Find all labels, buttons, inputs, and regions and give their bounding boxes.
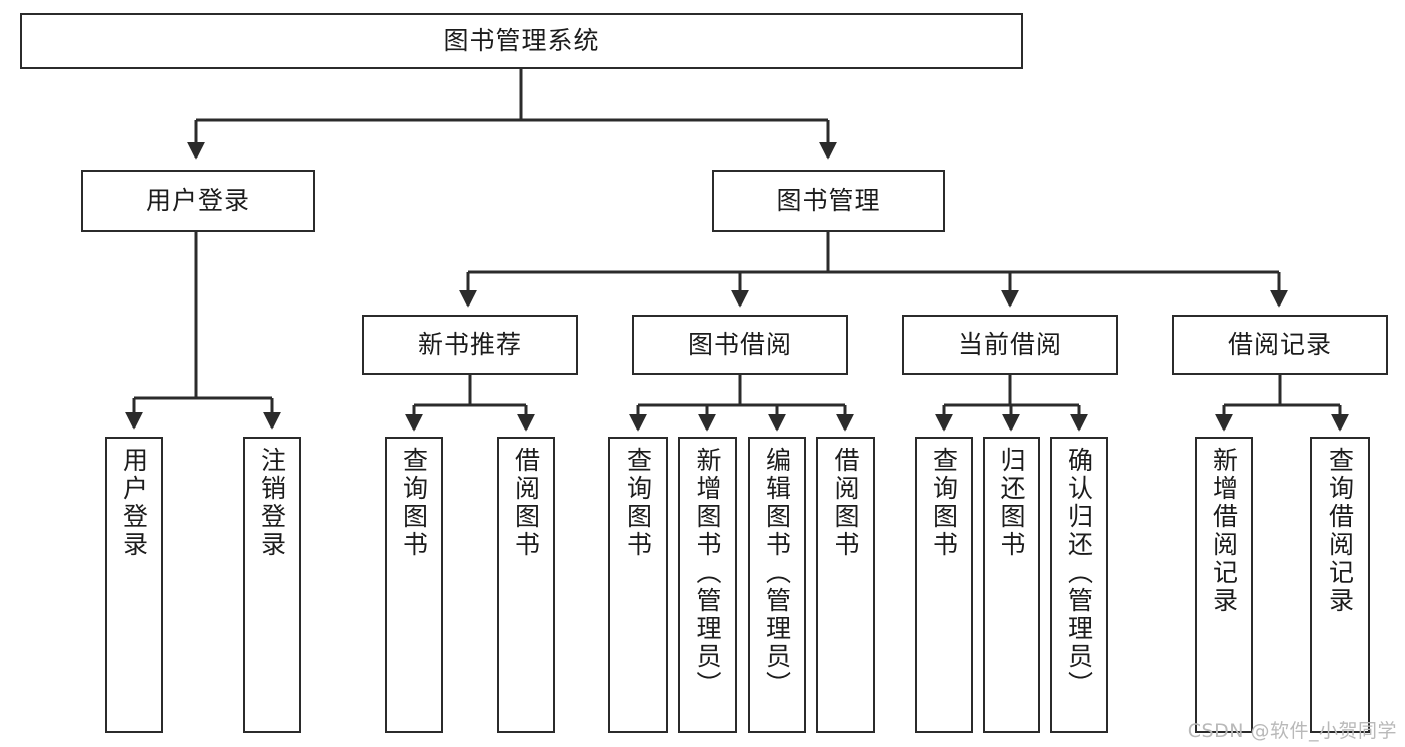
node-label: 查询图书 bbox=[399, 447, 429, 559]
node-label: 查询图书 bbox=[929, 447, 959, 559]
node-leaf-current-return-book[interactable]: 归还图书 bbox=[983, 437, 1040, 733]
node-leaf-record-add[interactable]: 新增借阅记录 bbox=[1195, 437, 1253, 733]
node-label: 新书推荐 bbox=[417, 330, 522, 360]
node-leaf-user-logout[interactable]: 注销登录 bbox=[243, 437, 301, 733]
node-leaf-current-query-book[interactable]: 查询图书 bbox=[915, 437, 973, 733]
node-leaf-borrow-add-book-admin[interactable]: 新增图书（管理员） bbox=[678, 437, 737, 733]
node-label: 查询图书 bbox=[623, 447, 653, 559]
node-label: 当前借阅 bbox=[957, 330, 1062, 360]
node-label: 新增借阅记录 bbox=[1209, 447, 1239, 615]
node-leaf-borrow-borrow-book[interactable]: 借阅图书 bbox=[816, 437, 875, 733]
node-leaf-user-login[interactable]: 用户登录 bbox=[105, 437, 163, 733]
node-leaf-borrow-query-book[interactable]: 查询图书 bbox=[608, 437, 668, 733]
node-label: 用户登录 bbox=[119, 447, 149, 559]
node-label: 新增图书（管理员） bbox=[693, 447, 722, 699]
node-label: 用户登录 bbox=[145, 186, 250, 216]
node-label: 确认归还（管理员） bbox=[1064, 447, 1094, 699]
node-new-book-recommend[interactable]: 新书推荐 bbox=[362, 315, 578, 375]
node-label: 借阅图书 bbox=[831, 447, 860, 559]
node-label: 借阅记录 bbox=[1227, 330, 1332, 360]
node-book-management[interactable]: 图书管理 bbox=[712, 170, 945, 232]
node-leaf-current-confirm-return-admin[interactable]: 确认归还（管理员） bbox=[1050, 437, 1108, 733]
node-book-borrow[interactable]: 图书借阅 bbox=[632, 315, 848, 375]
node-leaf-recommend-borrow-book[interactable]: 借阅图书 bbox=[497, 437, 555, 733]
node-label: 图书管理系统 bbox=[443, 26, 600, 56]
node-leaf-record-query[interactable]: 查询借阅记录 bbox=[1310, 437, 1370, 733]
node-label: 注销登录 bbox=[257, 447, 287, 559]
node-current-borrow[interactable]: 当前借阅 bbox=[902, 315, 1118, 375]
node-borrow-record[interactable]: 借阅记录 bbox=[1172, 315, 1388, 375]
node-leaf-borrow-edit-book-admin[interactable]: 编辑图书（管理员） bbox=[748, 437, 806, 733]
watermark: CSDN @软件_小贺同学 bbox=[1187, 720, 1397, 742]
node-label: 图书管理 bbox=[776, 186, 881, 216]
node-label: 编辑图书（管理员） bbox=[762, 447, 792, 699]
node-label: 图书借阅 bbox=[687, 330, 792, 360]
node-label: 归还图书 bbox=[997, 447, 1026, 559]
node-label: 查询借阅记录 bbox=[1325, 447, 1355, 615]
node-leaf-recommend-query-book[interactable]: 查询图书 bbox=[385, 437, 443, 733]
node-root-system[interactable]: 图书管理系统 bbox=[20, 13, 1023, 69]
node-user-login[interactable]: 用户登录 bbox=[81, 170, 315, 232]
node-label: 借阅图书 bbox=[511, 447, 541, 559]
